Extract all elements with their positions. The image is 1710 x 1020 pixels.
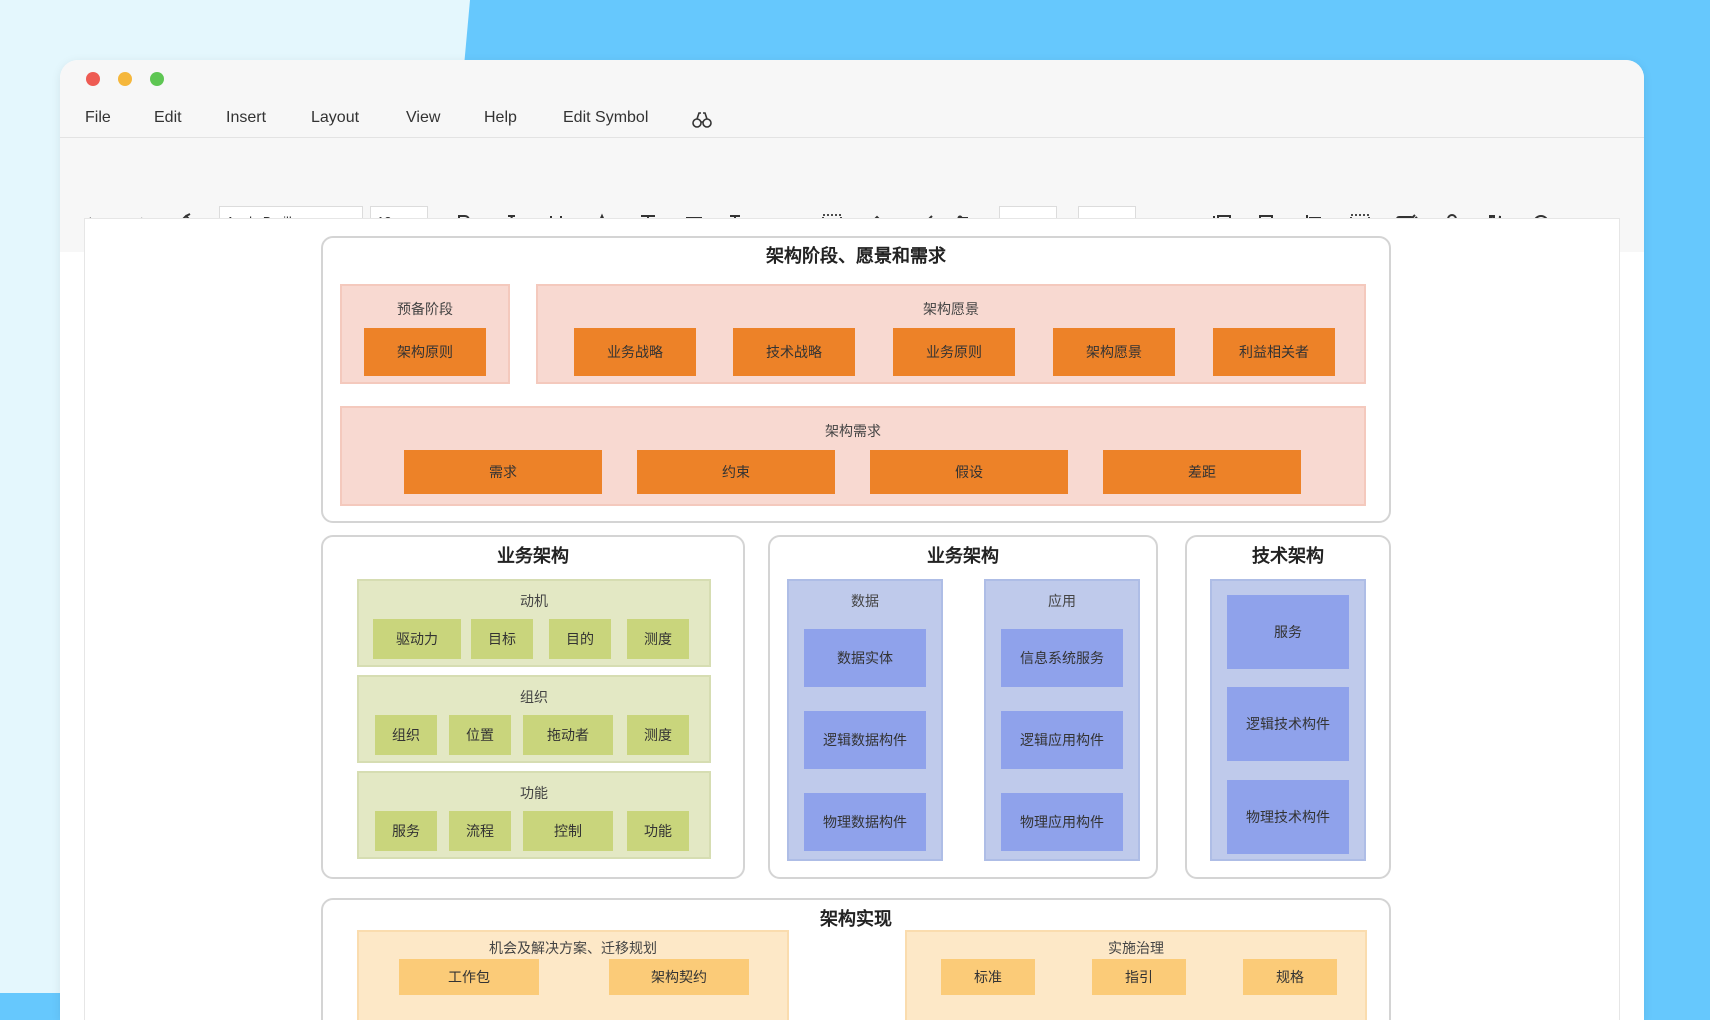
menu-edit-symbol[interactable]: Edit Symbol (563, 109, 649, 126)
tech-panel-title: 技术架构 (1252, 546, 1324, 567)
block-vision-item[interactable]: 业务战略 (574, 328, 696, 376)
block-app[interactable]: 物理应用构件 (1001, 793, 1123, 851)
block-data[interactable]: 数据实体 (804, 629, 926, 687)
block-governance[interactable]: 指引 (1092, 959, 1186, 995)
block-tech[interactable]: 物理技术构件 (1227, 780, 1349, 854)
app-group[interactable]: 应用 信息系统服务 逻辑应用构件 物理应用构件 (984, 579, 1140, 861)
menu-layout[interactable]: Layout (311, 109, 360, 126)
block-arch-principles[interactable]: 架构原则 (364, 328, 486, 376)
data-group-label: 数据 (851, 594, 879, 610)
vision-panel-title: 架构阶段、愿景和需求 (766, 246, 946, 267)
block-tech[interactable]: 逻辑技术构件 (1227, 687, 1349, 761)
vision-panel[interactable]: 架构阶段、愿景和需求 预备阶段 架构原则 架构愿景 业务战略 技术战略 业务原则… (321, 236, 1391, 523)
function-group[interactable]: 功能 服务 流程 控制 功能 (357, 771, 711, 859)
block-function[interactable]: 流程 (449, 811, 511, 851)
block-requirement[interactable]: 差距 (1103, 450, 1301, 494)
block-function[interactable]: 控制 (523, 811, 613, 851)
block-organization[interactable]: 拖动者 (523, 715, 613, 755)
realization-panel[interactable]: 架构实现 机会及解决方案、迁移规划 工作包 架构契约 实施治理 标准 指引 规格 (321, 898, 1391, 1020)
block-motivation[interactable]: 驱动力 (373, 619, 461, 659)
governance-group-label: 实施治理 (1108, 941, 1164, 957)
block-opportunity[interactable]: 工作包 (399, 959, 539, 995)
menu-file[interactable]: File (85, 109, 111, 126)
organization-group-label: 组织 (520, 690, 548, 706)
app-group-label: 应用 (1048, 594, 1076, 610)
minimize-window-button[interactable] (118, 72, 132, 86)
tech-group[interactable]: 服务 逻辑技术构件 物理技术构件 (1210, 579, 1366, 861)
block-function[interactable]: 功能 (627, 811, 689, 851)
block-requirement[interactable]: 需求 (404, 450, 602, 494)
block-requirement[interactable]: 假设 (870, 450, 1068, 494)
block-organization[interactable]: 测度 (627, 715, 689, 755)
menu-insert[interactable]: Insert (226, 109, 267, 126)
menu-help[interactable]: Help (484, 109, 517, 126)
requirements-group[interactable]: 架构需求 需求 约束 假设 差距 (340, 406, 1366, 506)
block-data[interactable]: 物理数据构件 (804, 793, 926, 851)
block-organization[interactable]: 位置 (449, 715, 511, 755)
motivation-group[interactable]: 动机 驱动力 目标 目的 测度 (357, 579, 711, 667)
menu-view[interactable]: View (406, 109, 441, 126)
vision-group-label: 架构愿景 (923, 302, 979, 318)
info-panel[interactable]: 业务架构 数据 数据实体 逻辑数据构件 物理数据构件 应用 信息系统服务 逻辑应… (768, 535, 1158, 879)
motivation-group-label: 动机 (520, 594, 548, 610)
prelim-group[interactable]: 预备阶段 架构原则 (340, 284, 510, 384)
menu-bar: File Edit Insert Layout View Help Edit S… (60, 100, 1644, 138)
block-vision-item[interactable]: 技术战略 (733, 328, 855, 376)
prelim-group-label: 预备阶段 (397, 302, 453, 318)
maximize-window-button[interactable] (150, 72, 164, 86)
business-panel-title: 业务架构 (497, 546, 569, 567)
block-tech[interactable]: 服务 (1227, 595, 1349, 669)
menu-edit[interactable]: Edit (154, 109, 182, 126)
function-group-label: 功能 (520, 786, 548, 802)
realization-panel-title: 架构实现 (820, 909, 892, 930)
vision-group[interactable]: 架构愿景 业务战略 技术战略 业务原则 架构愿景 利益相关者 (536, 284, 1366, 384)
block-organization[interactable]: 组织 (375, 715, 437, 755)
block-app[interactable]: 信息系统服务 (1001, 629, 1123, 687)
binoculars-icon[interactable] (688, 106, 716, 134)
opportunities-group[interactable]: 机会及解决方案、迁移规划 工作包 架构契约 (357, 930, 789, 1020)
block-motivation[interactable]: 目标 (471, 619, 533, 659)
block-vision-item[interactable]: 架构愿景 (1053, 328, 1175, 376)
block-motivation[interactable]: 目的 (549, 619, 611, 659)
block-opportunity[interactable]: 架构契约 (609, 959, 749, 995)
opportunities-group-label: 机会及解决方案、迁移规划 (489, 941, 657, 957)
organization-group[interactable]: 组织 组织 位置 拖动者 测度 (357, 675, 711, 763)
requirements-group-label: 架构需求 (825, 424, 881, 440)
block-function[interactable]: 服务 (375, 811, 437, 851)
tech-panel[interactable]: 技术架构 服务 逻辑技术构件 物理技术构件 (1185, 535, 1391, 879)
diagram-canvas[interactable]: 架构阶段、愿景和需求 预备阶段 架构原则 架构愿景 业务战略 技术战略 业务原则… (84, 218, 1620, 1020)
block-app[interactable]: 逻辑应用构件 (1001, 711, 1123, 769)
close-window-button[interactable] (86, 72, 100, 86)
data-group[interactable]: 数据 数据实体 逻辑数据构件 物理数据构件 (787, 579, 943, 861)
block-motivation[interactable]: 测度 (627, 619, 689, 659)
business-panel[interactable]: 业务架构 动机 驱动力 目标 目的 测度 组织 组织 位置 拖动者 测度 功能 … (321, 535, 745, 879)
block-requirement[interactable]: 约束 (637, 450, 835, 494)
info-panel-title: 业务架构 (927, 546, 999, 567)
block-vision-item[interactable]: 利益相关者 (1213, 328, 1335, 376)
block-vision-item[interactable]: 业务原则 (893, 328, 1015, 376)
block-data[interactable]: 逻辑数据构件 (804, 711, 926, 769)
block-governance[interactable]: 规格 (1243, 959, 1337, 995)
title-bar (60, 60, 1644, 100)
block-governance[interactable]: 标准 (941, 959, 1035, 995)
app-window: File Edit Insert Layout View Help Edit S… (60, 60, 1644, 1020)
governance-group[interactable]: 实施治理 标准 指引 规格 (905, 930, 1367, 1020)
